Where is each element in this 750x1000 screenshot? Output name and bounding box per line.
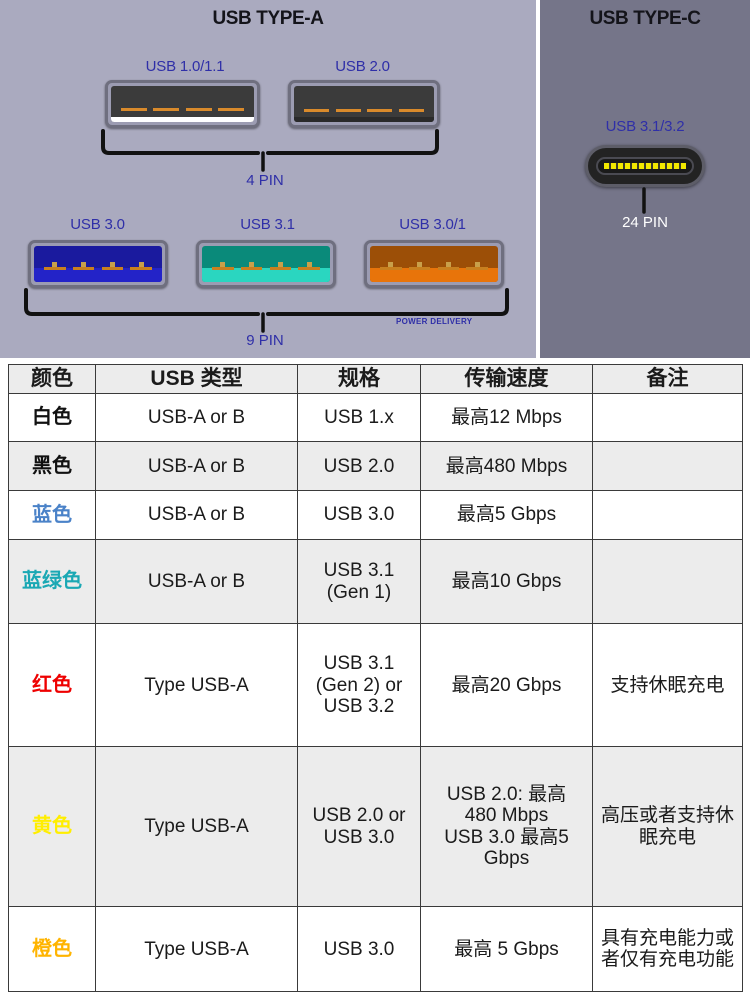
usb-a-connector-orange	[364, 240, 504, 288]
connector-illustration: USB TYPE-A USB 1.0/1.1 USB 2.0 4 PIN USB…	[0, 0, 750, 358]
pin-count-label-4pin: 4 PIN	[246, 172, 284, 189]
cell-color-name: 橙色	[8, 906, 96, 992]
usb-a-connector-white	[105, 80, 260, 128]
cell-usb-type: Type USB-A	[95, 623, 298, 747]
cell-spec: USB 1.x	[297, 392, 421, 443]
usb-c-connector	[585, 145, 705, 187]
cell-speed: 最高10 Gbps	[420, 538, 593, 625]
usb-a-connector-black	[288, 80, 440, 128]
cell-speed: 最高12 Mbps	[420, 392, 593, 443]
column-header-type: USB 类型	[95, 364, 298, 394]
cell-speed: 最高20 Gbps	[420, 623, 593, 747]
cell-speed: 最高5 Gbps	[420, 490, 593, 540]
cell-notes: 高压或者支持休眠充电	[592, 745, 743, 908]
usb-type-a-panel: USB TYPE-A USB 1.0/1.1 USB 2.0 4 PIN USB…	[0, 0, 536, 358]
cell-usb-type: USB-A or B	[95, 441, 298, 492]
cell-color-name: 蓝色	[8, 490, 96, 540]
cell-usb-type: Type USB-A	[95, 745, 298, 908]
cell-spec: USB 3.0	[297, 906, 421, 992]
column-header-spec: 规格	[297, 364, 421, 394]
cell-speed: 最高480 Mbps	[420, 441, 593, 492]
connector-label-usb-301: USB 3.0/1	[399, 216, 466, 233]
cell-color-name: 黑色	[8, 441, 96, 492]
cell-usb-type: Type USB-A	[95, 906, 298, 992]
pin-count-label-9pin: 9 PIN	[246, 332, 284, 349]
cell-usb-type: USB-A or B	[95, 490, 298, 540]
cell-color-name: 黄色	[8, 745, 96, 908]
cell-color-name: 红色	[8, 623, 96, 747]
connector-label-usb-c: USB 3.1/3.2	[605, 118, 685, 135]
cell-usb-type: USB-A or B	[95, 392, 298, 443]
cell-color-name: 白色	[8, 392, 96, 443]
power-delivery-label: POWER DELIVERY	[396, 317, 473, 326]
connector-label-usb-30: USB 3.0	[70, 216, 125, 233]
cell-spec: USB 2.0	[297, 441, 421, 492]
cell-usb-type: USB-A or B	[95, 538, 298, 625]
cell-notes	[592, 441, 743, 492]
cell-notes	[592, 490, 743, 540]
usb-type-c-panel: USB TYPE-C USB 3.1/3.2 24 PIN	[540, 0, 750, 358]
usb-a-connector-teal	[196, 240, 336, 288]
cell-notes: 支持休眠充电	[592, 623, 743, 747]
table-header-row: 颜色 USB 类型 规格 传输速度 备注	[8, 364, 743, 394]
cell-notes	[592, 392, 743, 443]
connector-label-usb-1: USB 1.0/1.1	[145, 58, 225, 75]
cell-spec: USB 3.1(Gen 1)	[297, 538, 421, 625]
cell-spec: USB 3.0	[297, 490, 421, 540]
cell-speed: 最高 5 Gbps	[420, 906, 593, 992]
usb-type-c-title: USB TYPE-C	[589, 8, 701, 29]
cell-color-name: 蓝绿色	[8, 538, 96, 625]
pin-count-label-24pin: 24 PIN	[622, 214, 668, 231]
column-header-notes: 备注	[592, 364, 743, 394]
usb-type-a-title: USB TYPE-A	[212, 8, 324, 29]
column-header-speed: 传输速度	[420, 364, 593, 394]
connector-label-usb-31: USB 3.1	[240, 216, 295, 233]
connector-label-usb-2: USB 2.0	[335, 58, 390, 75]
column-header-color: 颜色	[8, 364, 96, 394]
cell-notes: 具有充电能力或者仅有充电功能	[592, 906, 743, 992]
usb-a-connector-blue	[28, 240, 168, 288]
panel-divider	[536, 0, 540, 358]
cell-notes	[592, 538, 743, 625]
